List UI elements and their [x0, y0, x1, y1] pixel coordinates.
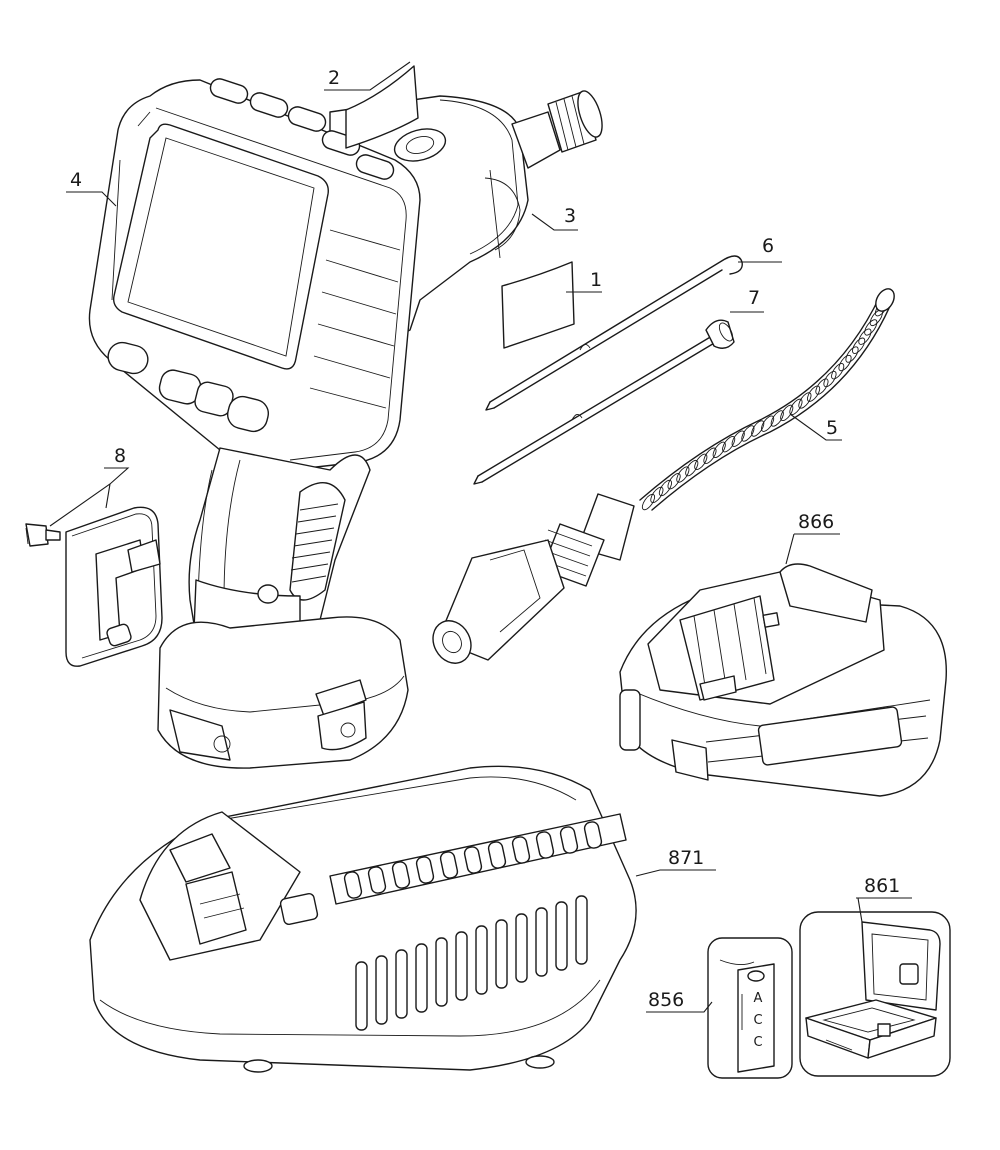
battery-866: [619, 563, 947, 797]
cable-coil: [807, 385, 821, 402]
cable-coil: [751, 420, 765, 437]
cable-coil: [676, 466, 690, 483]
cable-coil: [685, 459, 699, 477]
tag-letter-1: A: [754, 991, 763, 1006]
cable-coil: [852, 337, 866, 354]
charger-vent-side: [515, 913, 528, 983]
tag-letter-2: C: [753, 1013, 762, 1028]
cable-coil: [864, 319, 878, 336]
label-4: 4: [70, 169, 82, 191]
cable-coil: [650, 486, 664, 504]
charger-vent-side: [495, 919, 508, 989]
tag-letter-3: C: [753, 1035, 762, 1050]
part-labels: 2 3 4 6 1 7 5 8 866 871 861 856: [70, 67, 900, 1011]
label-8: 8: [114, 445, 126, 467]
charger-vent-top: [535, 831, 555, 859]
charger-vent-side: [375, 955, 388, 1025]
decal-1: [501, 261, 575, 349]
charger-vent-side: [355, 961, 368, 1031]
case-861: [799, 911, 951, 1077]
cable-coil: [838, 354, 852, 372]
flex-cable-5: [432, 288, 895, 664]
inspection-camera: [88, 78, 603, 769]
clip-rod-7: [473, 319, 735, 485]
label-6: 6: [762, 235, 774, 257]
charger-vent-side: [575, 895, 588, 965]
charger-vent-side: [555, 901, 568, 971]
charger-vent-top: [439, 851, 459, 879]
bracket-8: [25, 506, 163, 667]
cable-coil: [780, 404, 794, 422]
charger-vent-top: [415, 856, 435, 884]
cable-coil: [703, 447, 717, 464]
decal-2: [345, 65, 419, 149]
label-856: 856: [648, 989, 684, 1011]
charger-vent-side: [535, 907, 548, 977]
charger-vent-side: [435, 937, 448, 1007]
charger-vent-top: [367, 866, 387, 894]
cable-coil: [845, 346, 859, 363]
cable-coil: [731, 430, 745, 447]
leader-lines: [49, 61, 912, 1013]
label-871: 871: [668, 847, 704, 869]
cable-coil: [858, 328, 872, 345]
cable-coil: [770, 410, 784, 427]
cable-coil: [667, 473, 681, 490]
accessory-tag-856: A C C: [707, 937, 793, 1079]
charger-vent-side: [475, 925, 488, 995]
charger-871: [89, 765, 637, 1073]
charger-vent-top: [463, 846, 483, 874]
charger-vent-top: [487, 841, 507, 869]
label-1: 1: [590, 269, 602, 291]
cable-coil: [658, 479, 672, 497]
label-5: 5: [826, 417, 838, 439]
charger-vent-top: [391, 861, 411, 889]
charger-vent-top: [583, 821, 603, 849]
charger-vent-side: [415, 943, 428, 1013]
charger-vent-top: [559, 826, 579, 854]
label-861: 861: [864, 875, 900, 897]
cable-coil: [823, 370, 837, 388]
cable-coil: [741, 425, 755, 442]
charger-vent-top: [343, 871, 363, 899]
label-7: 7: [748, 287, 760, 309]
cable-coil: [831, 363, 845, 380]
cable-coil: [641, 493, 656, 511]
cable-coil: [815, 378, 829, 395]
label-2: 2: [328, 67, 340, 89]
label-3: 3: [564, 205, 576, 227]
cable-coil: [722, 435, 736, 453]
label-866: 866: [798, 511, 834, 533]
cable-coil: [694, 453, 708, 471]
charger-vent-top: [511, 836, 531, 864]
charger-vent-side: [395, 949, 408, 1019]
charger-vent-side: [455, 931, 468, 1001]
cable-coil: [761, 415, 775, 432]
